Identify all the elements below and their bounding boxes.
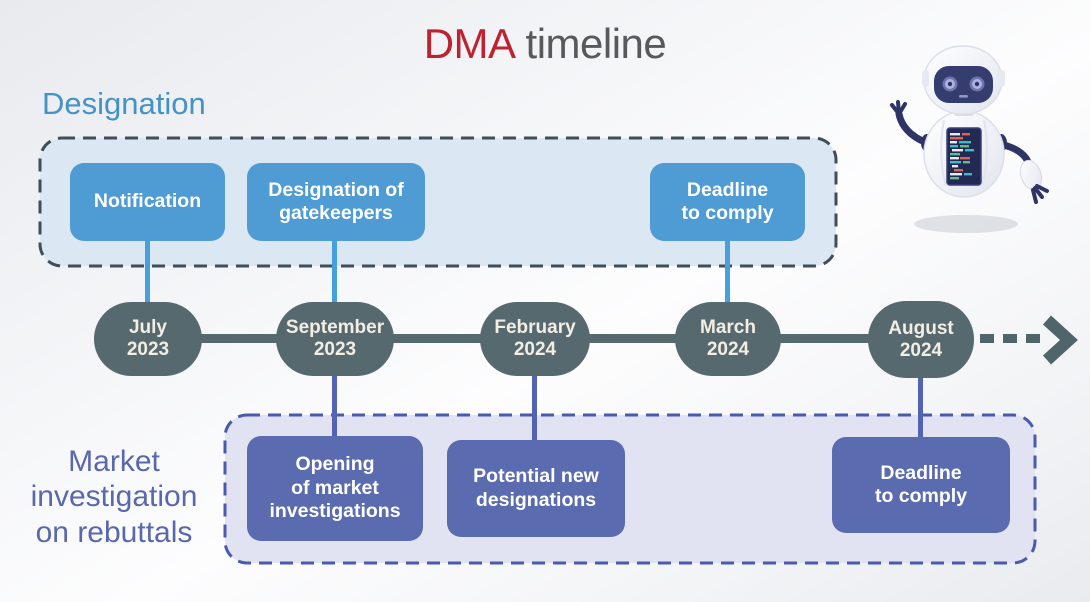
arrow-dash bbox=[1003, 334, 1017, 343]
connector-gatekeepers bbox=[332, 240, 337, 306]
event-label-line: to comply bbox=[681, 202, 774, 224]
node-year: 2023 bbox=[126, 339, 170, 360]
market-heading-line: on rebuttals bbox=[35, 515, 193, 549]
market-heading-line: Market bbox=[68, 445, 160, 478]
event-box-deadline-to-comply-market: Deadline to comply bbox=[832, 437, 1010, 533]
node-month: March bbox=[700, 317, 756, 339]
timeline-node-july-2023: July 2023 bbox=[94, 302, 202, 376]
title-accent: DMA bbox=[423, 20, 516, 67]
designation-container bbox=[38, 136, 838, 268]
node-month: August bbox=[888, 317, 954, 339]
event-label-line: designations bbox=[475, 488, 597, 511]
node-month: February bbox=[494, 317, 576, 339]
event-label-line: Designation of bbox=[268, 178, 404, 201]
connector-notification bbox=[145, 240, 150, 306]
event-label-line: Opening bbox=[295, 453, 375, 476]
timeline-node-february-2024: February 2024 bbox=[480, 302, 590, 376]
node-month: July bbox=[128, 317, 168, 339]
connector-deadline-market bbox=[918, 376, 923, 439]
event-box-notification: Notification bbox=[70, 163, 225, 241]
designation-section-heading: Designation bbox=[42, 86, 206, 121]
event-label-line: to comply bbox=[874, 485, 968, 507]
event-label-line: investigations bbox=[269, 500, 401, 523]
event-box-potential-new-designations: Potential new designations bbox=[447, 440, 625, 537]
event-label-line: gatekeepers bbox=[279, 202, 393, 224]
node-year: 2024 bbox=[706, 339, 750, 360]
connector-potential-designations bbox=[532, 374, 537, 442]
connector-opening-investigations bbox=[332, 374, 337, 438]
timeline-node-september-2023: September 2023 bbox=[276, 302, 394, 376]
robot-mascot-illustration bbox=[890, 45, 1049, 233]
event-label-line: Notification bbox=[93, 190, 202, 213]
node-year: 2024 bbox=[513, 339, 557, 360]
arrow-dash bbox=[980, 334, 994, 343]
arrow-dash bbox=[1026, 334, 1040, 343]
event-box-opening-of-market-investigations: Opening of market investigations bbox=[247, 436, 423, 541]
market-heading-line: investigation bbox=[30, 480, 198, 514]
event-label-line: Deadline bbox=[686, 178, 769, 201]
event-box-deadline-to-comply-designation: Deadline to comply bbox=[650, 163, 805, 241]
node-year: 2023 bbox=[313, 339, 357, 360]
title-rest: timeline bbox=[525, 20, 667, 67]
timeline-node-march-2024: March 2024 bbox=[675, 302, 781, 376]
event-label-line: Deadline bbox=[880, 461, 962, 484]
market-investigation-section-heading: Market investigation on rebuttals bbox=[8, 444, 220, 550]
node-month: September bbox=[285, 317, 385, 339]
timeline-node-august-2024: August 2024 bbox=[868, 301, 974, 378]
event-label-line: Potential new bbox=[473, 465, 599, 488]
dashed-forward-arrow-icon bbox=[1042, 315, 1078, 365]
event-label-line: of market bbox=[291, 476, 379, 499]
connector-deadline-designation bbox=[725, 240, 730, 306]
event-box-designation-of-gatekeepers: Designation of gatekeepers bbox=[247, 163, 425, 241]
node-year: 2024 bbox=[899, 339, 943, 361]
